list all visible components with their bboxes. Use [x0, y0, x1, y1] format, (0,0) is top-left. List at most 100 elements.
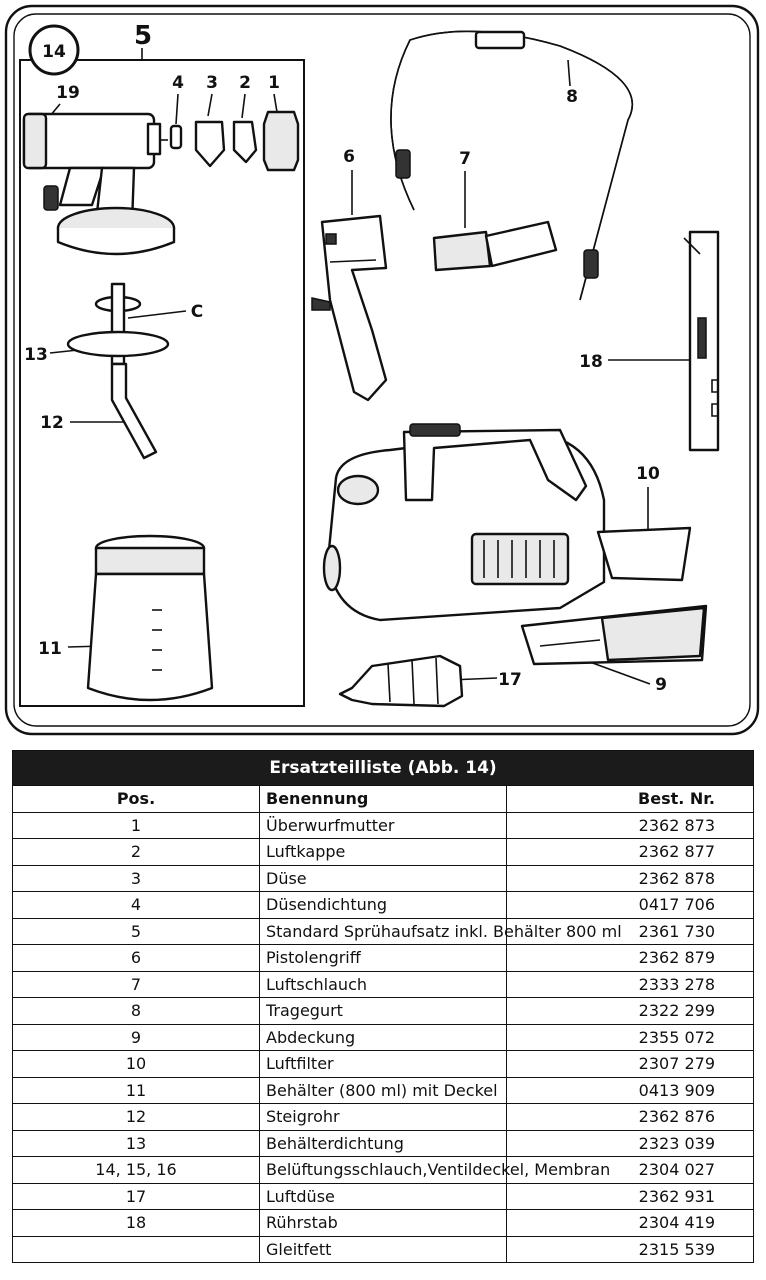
callout-13: 13: [24, 345, 48, 365]
cell-pos: 6: [12, 944, 260, 972]
callout-3: 3: [206, 73, 218, 93]
cell-order-number: 2362 879: [506, 944, 754, 972]
air-nozzle-17: [338, 654, 464, 708]
cell-name: Luftkappe: [259, 838, 507, 866]
cell-order-number: 2315 539: [506, 1235, 754, 1263]
cell-order-number: 2355 072: [506, 1023, 754, 1051]
stirring-stick-18: [683, 230, 720, 452]
callout-4: 4: [172, 73, 184, 93]
header-name: Benennung: [259, 785, 507, 813]
container-11: [86, 534, 214, 702]
cell-order-number: 2322 299: [506, 997, 754, 1025]
spray-attachment-box: [19, 59, 305, 707]
callout-18: 18: [579, 352, 603, 372]
callout-9: 9: [655, 675, 667, 695]
cell-name: Düsendichtung: [259, 891, 507, 919]
cell-name: Gleitfett: [259, 1235, 507, 1263]
main-unit: [322, 423, 606, 622]
cell-name: Pistolengriff: [259, 944, 507, 972]
cell-pos: 8: [12, 997, 260, 1025]
figure-inner-frame: [13, 13, 751, 727]
cell-order-number: 2304 419: [506, 1209, 754, 1237]
cell-order-number: 2362 931: [506, 1182, 754, 1210]
cell-pos: 18: [12, 1209, 260, 1237]
callout-11: 11: [38, 639, 62, 659]
cell-pos: 5: [12, 917, 260, 945]
figure-number: 14: [42, 42, 66, 62]
cell-order-number: 2323 039: [506, 1129, 754, 1157]
cell-order-number: 0413 909: [506, 1076, 754, 1104]
parts-list-table: Ersatzteilliste (Abb. 14) Pos. Benennung…: [12, 750, 754, 1263]
cell-pos: 3: [12, 864, 260, 892]
cell-name: Tragegurt: [259, 997, 507, 1025]
header-pos: Pos.: [12, 785, 260, 813]
cell-pos: 1: [12, 811, 260, 839]
union-nut-1: [262, 110, 300, 172]
callout-10: 10: [636, 464, 660, 484]
spray-attachment-19: [22, 112, 176, 256]
cell-order-number: 2333 278: [506, 970, 754, 998]
callout-2: 2: [239, 73, 251, 93]
header-order-number: Best. Nr.: [506, 785, 754, 813]
cell-pos: 17: [12, 1182, 260, 1210]
cell-pos: 4: [12, 891, 260, 919]
callout-12: 12: [40, 413, 64, 433]
cell-order-number: 2362 873: [506, 811, 754, 839]
exploded-parts-figure: 14 5 19 4 3 2 1 C 13 12 11 6 7 8 18 10 1…: [4, 4, 760, 736]
cell-order-number: 0417 706: [506, 891, 754, 919]
cell-name: Luftschlauch: [259, 970, 507, 998]
callout-c: C: [191, 302, 203, 322]
cell-pos: [12, 1235, 260, 1263]
callout-6: 6: [343, 147, 355, 167]
figure-outer-frame: [4, 4, 760, 736]
cell-name: Überwurfmutter: [259, 811, 507, 839]
carrying-strap-8: [390, 30, 634, 301]
callout-7: 7: [459, 149, 471, 169]
table-title-row: Ersatzteilliste (Abb. 14): [12, 750, 754, 786]
cell-pos: 14, 15, 16: [12, 1156, 260, 1184]
cell-name: Luftfilter: [259, 1050, 507, 1078]
cell-name: Behälter (800 ml) mit Deckel: [259, 1076, 507, 1104]
cell-name: Abdeckung: [259, 1023, 507, 1051]
cell-order-number: 2362 877: [506, 838, 754, 866]
cell-name: Steigrohr: [259, 1103, 507, 1131]
air-cap-2: [232, 120, 258, 164]
air-hose-7: [432, 220, 558, 272]
pistol-grip-6: [311, 214, 388, 402]
nozzle-seal-4: [169, 124, 183, 150]
cell-pos: 2: [12, 838, 260, 866]
cell-name: Standard Sprühaufsatz inkl. Behälter 800…: [259, 917, 622, 945]
cell-name: Düse: [259, 864, 507, 892]
cell-name: Rührstab: [259, 1209, 507, 1237]
cell-pos: 10: [12, 1050, 260, 1078]
cell-order-number: 2362 876: [506, 1103, 754, 1131]
cell-order-number: 2362 878: [506, 864, 754, 892]
callout-8: 8: [566, 87, 578, 107]
nozzle-3: [194, 120, 226, 168]
cell-name: Belüftungsschlauch,Ventildeckel, Membran: [259, 1156, 610, 1184]
figure-number-circle: [28, 24, 80, 76]
cell-pos: 12: [12, 1103, 260, 1131]
cell-order-number: 2307 279: [506, 1050, 754, 1078]
cell-pos: 7: [12, 970, 260, 998]
air-filter-10: [596, 526, 692, 582]
cell-name: Behälterdichtung: [259, 1129, 507, 1157]
cell-order-number: 2304 027: [506, 1156, 754, 1184]
cell-pos: 11: [12, 1076, 260, 1104]
cell-pos: 9: [12, 1023, 260, 1051]
cell-name: Luftdüse: [259, 1182, 507, 1210]
cell-pos: 13: [12, 1129, 260, 1157]
callout-1: 1: [268, 73, 280, 93]
